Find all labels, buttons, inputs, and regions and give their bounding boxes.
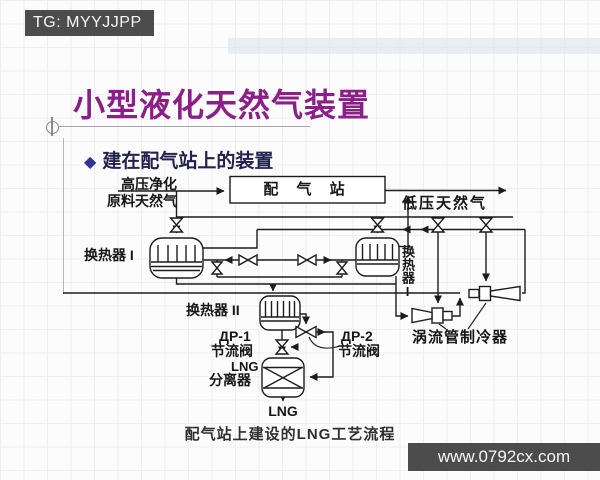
separator-label-line1: LNG	[231, 359, 259, 374]
dr2-name-label: ДР-2	[341, 328, 373, 344]
hx-right-label: 换热器I	[400, 245, 415, 299]
pipe-hx1-top-out	[203, 229, 258, 249]
leader-line	[308, 336, 341, 349]
pipe-hx1-bottom	[175, 278, 396, 285]
valve-icon	[238, 253, 258, 267]
dr1-name-label: ДР-1	[219, 328, 251, 344]
left-margin-rule	[63, 138, 64, 294]
hx1-vessel	[149, 237, 204, 279]
pipe-dr2-out	[309, 331, 334, 381]
pipe-vortex-hot-up	[452, 297, 464, 317]
valve-icon	[335, 261, 349, 275]
hx2-label: 换热器 II	[186, 302, 240, 318]
hx-right-vessel	[355, 237, 400, 277]
vortex-tube-upper	[468, 285, 521, 302]
dr1-type-label: 节流阀	[211, 343, 253, 359]
leader-line	[438, 323, 447, 330]
vortex-cooler-label: 涡流管制冷器	[412, 329, 509, 346]
valve-icon	[297, 253, 317, 267]
title-rule-circle-icon	[46, 121, 59, 134]
valve-icon	[478, 217, 494, 233]
lp-gas-label: 低压天然气	[402, 195, 488, 212]
scan-artifact-strip	[228, 38, 600, 54]
feed-label-line2: 原料天然气	[107, 193, 177, 209]
feed-label-line1: 高压净化	[121, 176, 177, 192]
vortex-tube-lower	[411, 307, 453, 324]
pipe-dr2-in	[300, 313, 310, 325]
valve-icon	[369, 217, 386, 233]
bullet-text: 建在配气站上的装置	[102, 151, 274, 172]
pipe-hxr-bottom	[395, 276, 409, 320]
valve-icon	[210, 261, 224, 275]
valve-icon	[430, 217, 446, 233]
station-box	[229, 175, 386, 204]
lng-out-label: LNG	[268, 403, 298, 419]
bullet-item: ◆ 建在配气站上的装置	[84, 146, 273, 173]
diamond-bullet-icon: ◆	[84, 154, 97, 171]
dr1-throttle-valve-icon	[274, 339, 290, 355]
valve-icon	[168, 217, 185, 233]
leader-line	[467, 302, 487, 330]
top-watermark: TG: MYYJJPP	[25, 10, 154, 36]
dr2-throttle-valve-icon	[295, 325, 317, 339]
station-label: 配 气 站	[263, 181, 352, 198]
dr2-type-label: 节流阀	[338, 343, 380, 359]
page-title: 小型液化天然气装置	[73, 86, 371, 124]
diagram-caption: 配气站上建设的LNG工艺流程	[184, 426, 396, 443]
hx1-label: 换热器 I	[84, 247, 134, 263]
separator-label-line2: 分离器	[209, 372, 251, 388]
bottom-watermark: www.0792cx.com	[408, 443, 600, 471]
title-rule	[58, 126, 310, 127]
hx2-vessel	[259, 295, 301, 331]
pipe-right-edge	[522, 229, 526, 294]
lng-separator-vessel	[261, 357, 305, 398]
